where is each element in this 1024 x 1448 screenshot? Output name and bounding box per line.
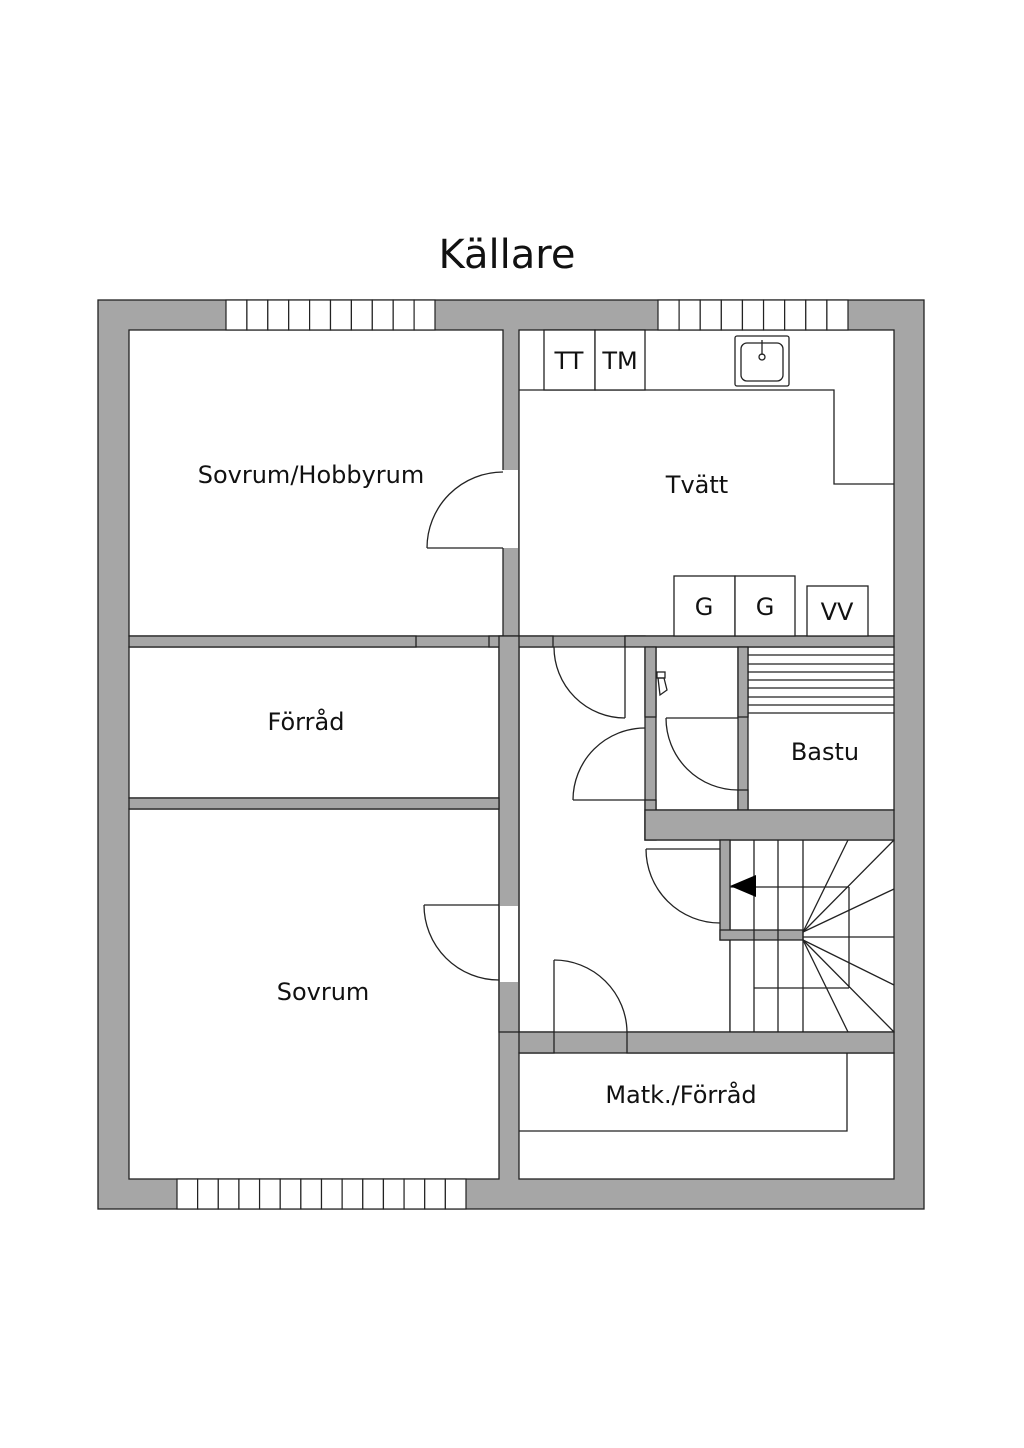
label-sovrum-hobbyrum: Sovrum/Hobbyrum — [198, 461, 425, 489]
label-bastu: Bastu — [791, 738, 859, 766]
counter-tvatt — [519, 389, 894, 485]
window-pane — [371, 299, 394, 331]
window-pane — [424, 1178, 446, 1210]
door-sovrum-hobbyrum — [426, 471, 504, 549]
window-pane — [413, 299, 436, 331]
door-matk-forrad — [553, 959, 628, 1033]
window-pane — [320, 1178, 343, 1210]
wall-segment — [488, 635, 554, 648]
window-pane — [784, 299, 807, 331]
window-pane — [699, 299, 722, 331]
door-bastu — [665, 717, 739, 791]
door-tvatt — [553, 646, 626, 719]
window-pane — [267, 299, 290, 331]
wall-segment — [644, 646, 657, 718]
wall-segment — [128, 635, 417, 648]
window-pane — [720, 299, 744, 331]
sink-icon — [734, 335, 790, 387]
window-pane — [341, 1178, 364, 1210]
appliance-g1 — [673, 575, 736, 637]
wall-segment — [624, 635, 895, 648]
window-pane — [350, 299, 373, 331]
window-pane — [805, 299, 828, 331]
window-pane — [826, 299, 849, 331]
label-tm: TM — [601, 347, 637, 375]
label-tt: TT — [554, 347, 584, 375]
room-matk-forrad — [518, 1052, 895, 1180]
window-pane — [197, 1178, 219, 1210]
window-top-right — [657, 299, 849, 331]
appliance-tm — [594, 329, 646, 391]
window-pane — [176, 1178, 199, 1210]
window-pane — [238, 1178, 261, 1210]
window-pane — [279, 1178, 302, 1210]
window-pane — [309, 299, 332, 331]
window-bottom — [176, 1178, 467, 1210]
window-pane — [444, 1178, 467, 1210]
window-pane — [329, 299, 352, 331]
wall-segment — [737, 646, 749, 718]
room-bastu — [747, 646, 895, 811]
door-gap — [500, 470, 518, 548]
window-pane — [678, 299, 701, 331]
wall-segment — [719, 929, 804, 941]
window-pane — [258, 1178, 281, 1210]
door-gap — [500, 906, 518, 982]
label-g2: G — [756, 593, 775, 621]
window-pane — [225, 299, 248, 331]
window-pane — [762, 299, 786, 331]
window-pane — [403, 1178, 426, 1210]
appliance-g2 — [734, 575, 796, 637]
label-forrad: Förråd — [268, 707, 345, 736]
window-pane — [300, 1178, 323, 1210]
wall-segment — [626, 1031, 895, 1054]
window-pane — [382, 1178, 405, 1210]
toilet-icon — [656, 671, 668, 697]
staircase — [730, 839, 895, 1033]
label-matk-forrad: Matk./Förråd — [605, 1080, 756, 1109]
window-pane — [392, 299, 415, 331]
wall-segment — [644, 809, 895, 841]
label-vv: VV — [821, 598, 854, 626]
shelf-matk-forrad — [519, 1053, 848, 1132]
window-pane — [362, 1178, 385, 1210]
door-stairs — [645, 848, 721, 924]
appliance-tt — [543, 329, 596, 391]
stair-arrow-icon — [730, 875, 756, 897]
wall-segment — [737, 789, 749, 811]
sauna-benches — [748, 654, 894, 714]
window-pane — [741, 299, 765, 331]
wall-segment — [719, 839, 731, 941]
door-sovrum — [423, 904, 500, 981]
wall-segment — [518, 1031, 555, 1054]
room-sovrum — [128, 808, 500, 1180]
appliance-vv — [806, 585, 869, 637]
door-wc — [572, 727, 646, 801]
label-tvatt: Tvätt — [665, 471, 728, 499]
room-sovrum-hobbyrum — [128, 329, 504, 637]
room-wc — [655, 646, 739, 811]
window-pane — [217, 1178, 240, 1210]
window-pane — [288, 299, 311, 331]
floor-title: Källare — [439, 232, 576, 278]
label-sovrum: Sovrum — [277, 978, 370, 1006]
label-g1: G — [695, 593, 714, 621]
window-top-left — [225, 299, 436, 331]
wall-segment — [128, 797, 500, 810]
window-pane — [246, 299, 269, 331]
window-pane — [657, 299, 680, 331]
